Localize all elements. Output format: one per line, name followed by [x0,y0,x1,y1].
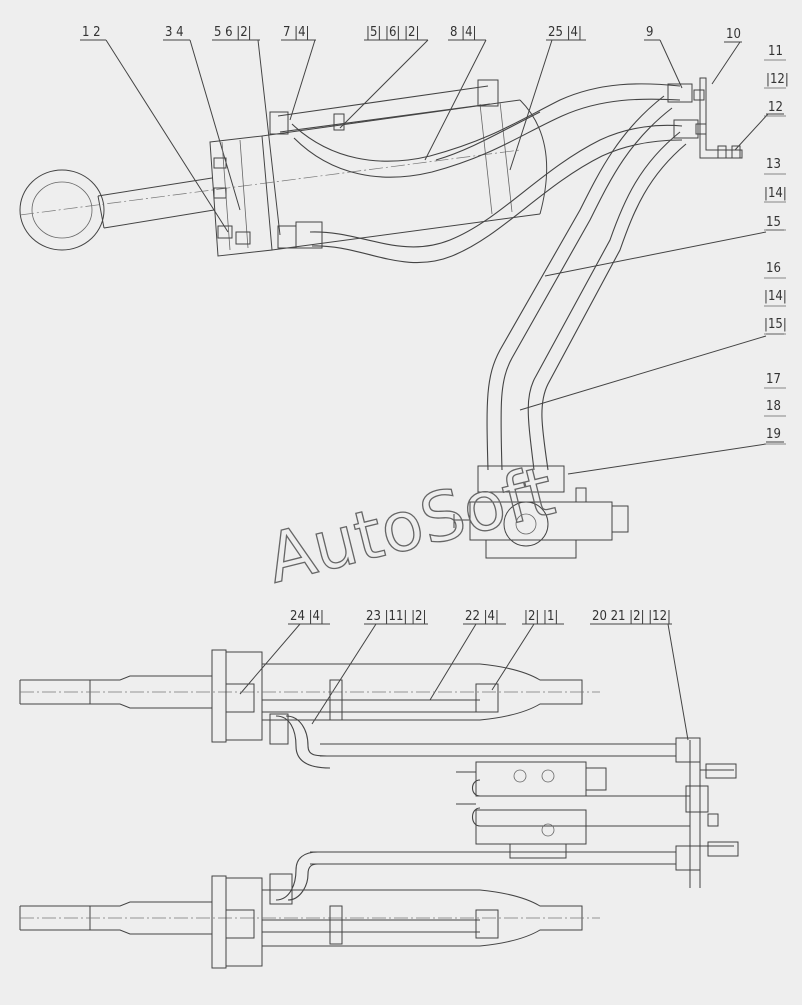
callout-7: 7 |4| [283,25,309,40]
callout-15-box: |15| [764,317,787,332]
top-cylinder [19,99,548,257]
callout-22: 22 |4| [465,609,499,624]
callout-8: 8 |4| [450,25,476,40]
callout-11: 11 [768,44,783,59]
top-callouts: 1 2 3 4 5 6 |2| 7 |4| |5| |6| |2| 8 |4| … [82,25,789,442]
callout-10: 10 [726,27,741,42]
callout-16: 16 [766,261,781,276]
callout-23: 23 |11| |2| [366,609,426,624]
bottom-upper-cylinder [19,649,600,769]
bottom-leaders [239,623,689,741]
callout-14-box: |14| [764,186,787,201]
watermark: AutoSoft [259,452,561,599]
callout-12: 12 [768,100,783,115]
callout-18: 18 [766,399,781,414]
callout-9: 9 [646,25,653,40]
bottom-callouts: 24 |4| 23 |11| |2| 22 |4| |2| |1| 20 21 … [290,609,671,624]
callout-20-21: 20 21 |2| |12| [592,609,671,624]
callout-5-6: 5 6 |2| [214,25,252,40]
callout-19: 19 [766,427,781,442]
callout-15: 15 [766,215,781,230]
callout-17: 17 [766,372,781,387]
top-pipes [269,77,743,471]
callout-13: 13 [766,157,781,172]
callout-24: 24 |4| [290,609,324,624]
bottom-pipes [310,737,739,888]
callout-14-box-2: |14| [764,289,787,304]
top-label-frames [764,59,786,445]
bottom-valve-block [456,761,607,859]
callout-3-4: 3 4 [165,25,184,40]
top-valve-block [453,465,629,559]
callout-2-1: |2| |1| [524,609,558,624]
callout-25: 25 |4| [548,25,582,40]
bottom-lower-cylinder [19,851,600,969]
callout-1-2: 1 2 [82,25,101,40]
top-leaders [80,39,784,475]
callout-12-box: |12| [766,72,789,87]
callout-5-6-2: |5| |6| |2| [366,25,419,40]
